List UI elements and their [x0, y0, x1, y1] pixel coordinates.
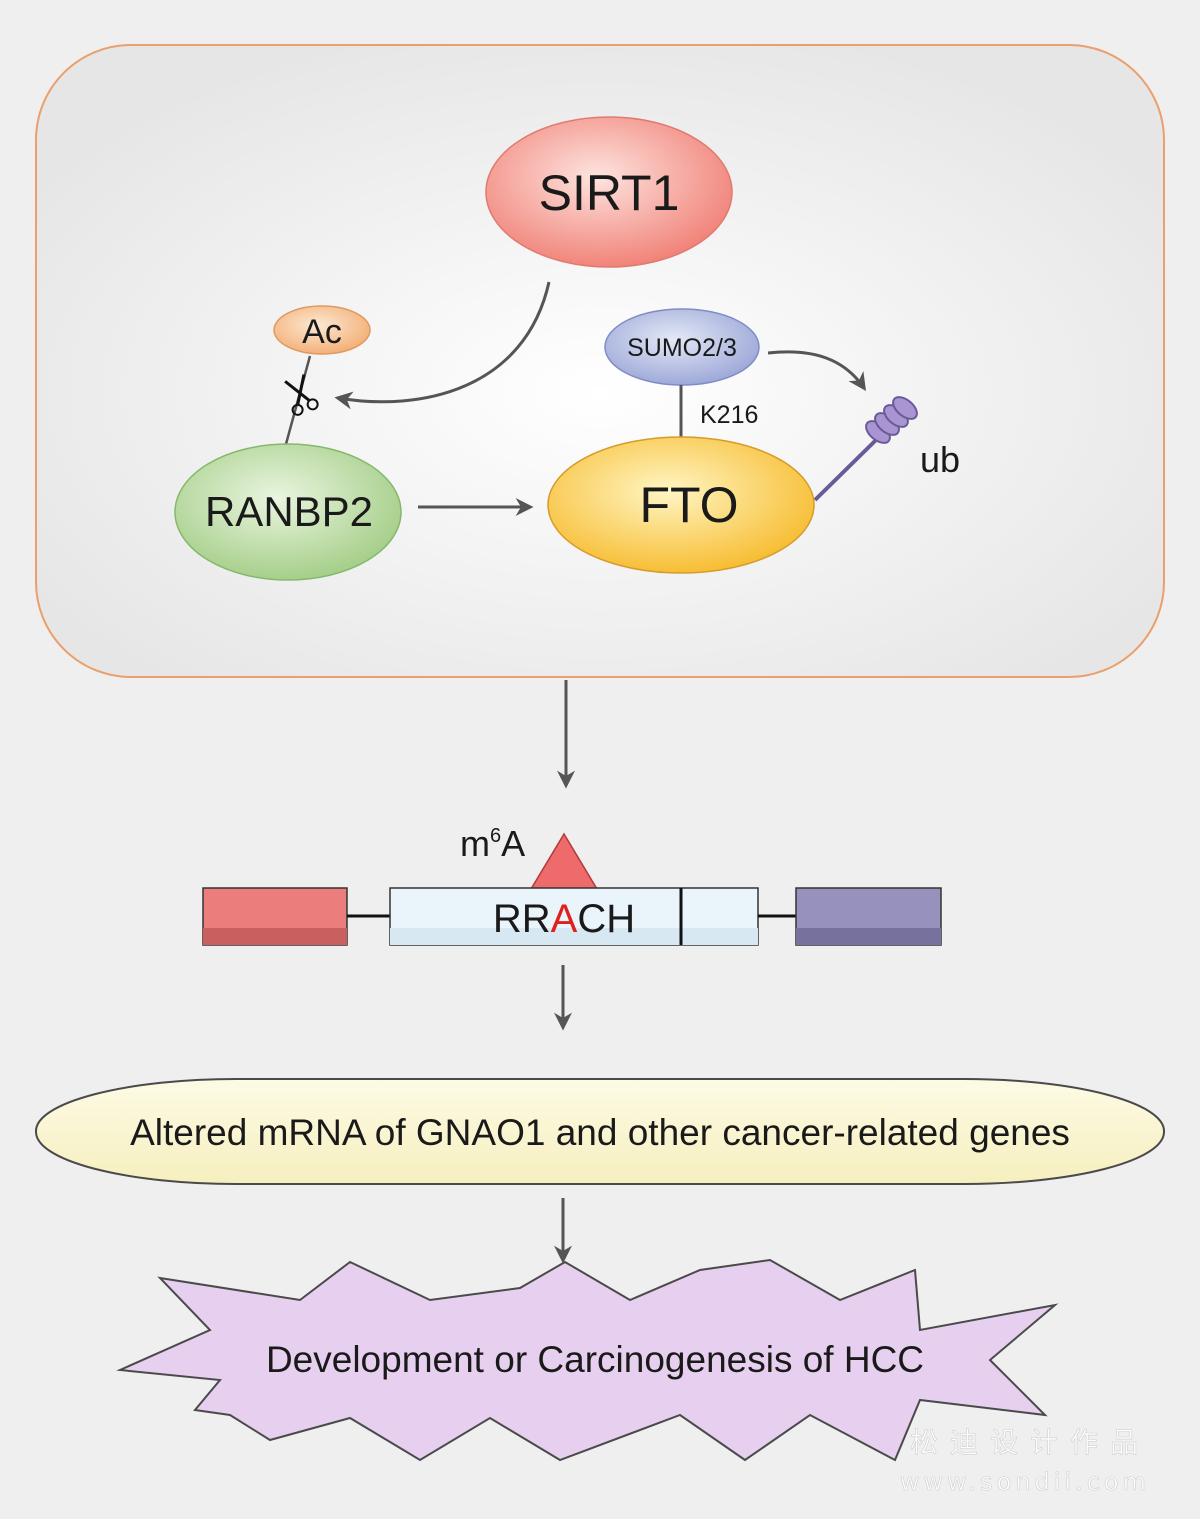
sirt1-label: SIRT1: [539, 165, 680, 221]
ac-node: [273, 305, 371, 355]
outcome-label: Altered mRNA of GNAO1 and other cancer-r…: [130, 1112, 1070, 1153]
watermark-line1: 松迪设计作品: [910, 1426, 1150, 1459]
result-label: Development or Carcinogenesis of HCC: [266, 1339, 924, 1380]
sumo-label: SUMO2/3: [627, 334, 737, 362]
outcome-pill: [35, 1078, 1165, 1185]
fto-node: [547, 436, 815, 574]
ranbp2-label: RANBP2: [205, 488, 373, 535]
watermark-line2: www.sondii.com: [900, 1468, 1150, 1496]
rrach-motif: RRACH: [493, 897, 635, 941]
ac-label: Ac: [302, 313, 342, 351]
sirt1-deacetylation-arrow: [334, 281, 551, 410]
mrna-transcript: [202, 887, 942, 946]
ubiquitin-icon: [813, 396, 918, 502]
fto-label: FTO: [639, 477, 738, 533]
scissors-icon: [284, 374, 319, 416]
m6a-label: m6A: [460, 823, 525, 864]
k216-label: K216: [700, 401, 758, 429]
ub-label: ub: [920, 439, 960, 480]
sirt1-node: [485, 116, 733, 268]
result-burst: [116, 1258, 1059, 1462]
m6a-triangle: [529, 832, 599, 890]
ranbp2-node: [174, 443, 402, 581]
sumo-ub-arrow: [767, 350, 867, 391]
